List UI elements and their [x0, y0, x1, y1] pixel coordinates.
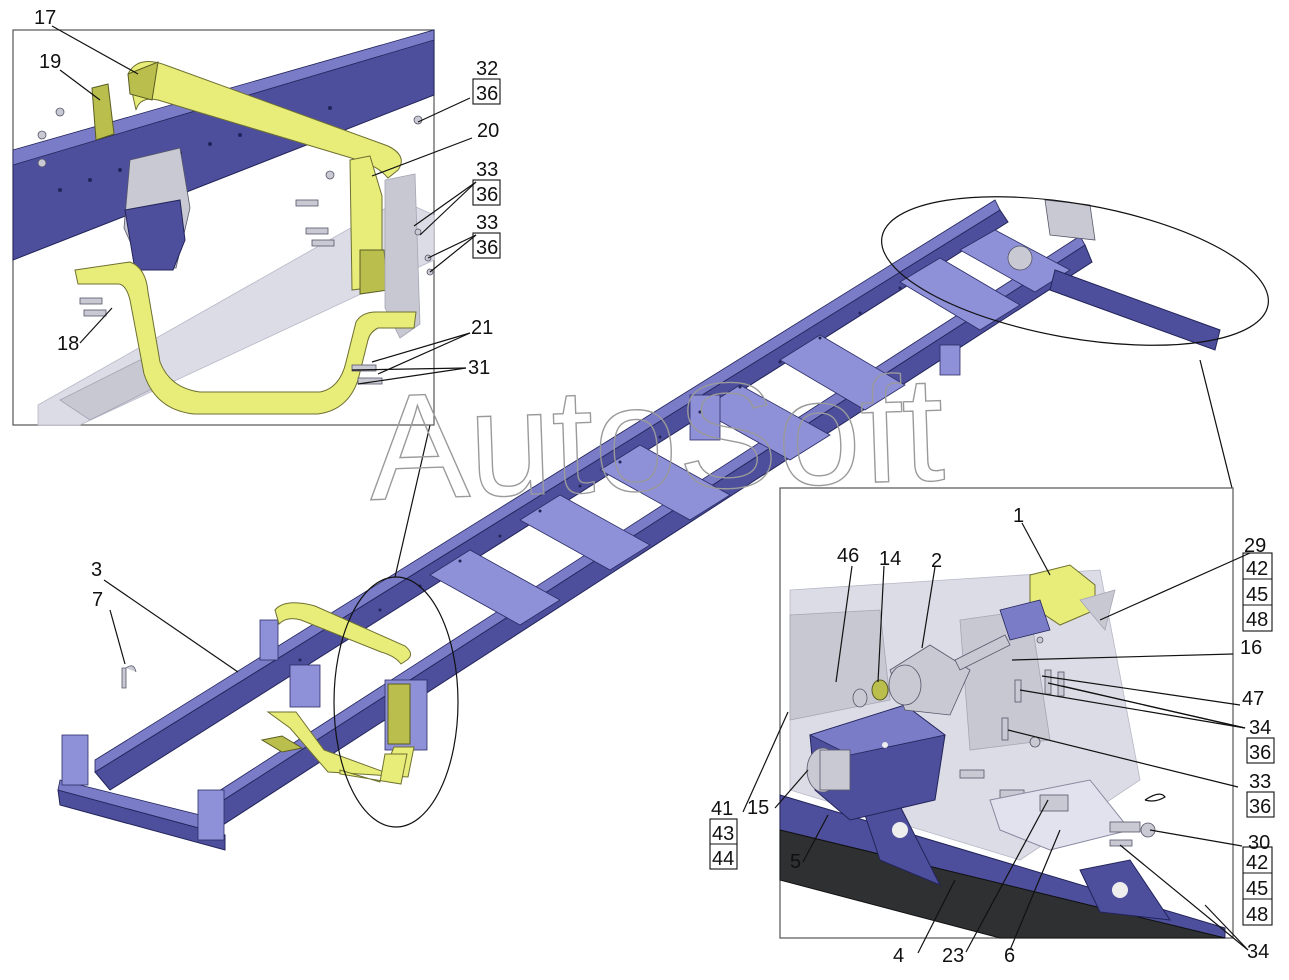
callout-42-a: 42	[1246, 558, 1268, 580]
callout-36-b: 36	[476, 184, 498, 206]
leader-lines	[51, 25, 1251, 954]
callout-34-a: 34	[1249, 717, 1271, 739]
callout-1: 1	[1013, 505, 1024, 527]
callout-45-a: 45	[1246, 584, 1268, 606]
callout-19: 19	[39, 51, 61, 73]
callout-21: 21	[471, 317, 493, 339]
watermark-text: AutoSoft	[366, 344, 947, 532]
callout-16: 16	[1240, 637, 1262, 659]
callout-20: 20	[477, 120, 499, 142]
callout-15: 15	[747, 797, 769, 819]
callout-36-a: 36	[476, 83, 498, 105]
main-chassis-frame	[57, 199, 1221, 851]
callout-42-b: 42	[1246, 852, 1268, 874]
callout-33-c: 33	[1249, 771, 1271, 793]
callout-23: 23	[942, 945, 964, 967]
callout-14: 14	[879, 548, 901, 570]
inset-front-detail	[12, 29, 435, 426]
callout-30: 30	[1248, 832, 1270, 854]
callout-33-a: 33	[476, 159, 498, 181]
detail-ellipse-rear	[881, 196, 1269, 346]
callout-32: 32	[476, 58, 498, 80]
callout-6: 6	[1004, 945, 1015, 967]
detail-ellipse-front	[333, 576, 459, 828]
callout-4: 4	[893, 945, 904, 967]
callout-43: 43	[712, 823, 734, 845]
callout-labels: 17 19 32 36 20 33 36 33 36 18 21 31 3 7 …	[34, 7, 1271, 967]
callout-48-b: 48	[1246, 904, 1268, 926]
callout-boxes	[472, 78, 1275, 926]
callout-45-b: 45	[1246, 878, 1268, 900]
spare-wheel-carrier-on-frame	[260, 602, 415, 785]
callout-36-e: 36	[1249, 796, 1271, 818]
callout-3: 3	[91, 559, 102, 581]
callout-5: 5	[790, 851, 801, 873]
inset-rear-tow-hitch-detail	[779, 487, 1234, 939]
callout-48-a: 48	[1246, 609, 1268, 631]
callout-2: 2	[931, 550, 942, 572]
callout-44: 44	[712, 848, 734, 870]
callout-36-c: 36	[476, 237, 498, 259]
callout-36-d: 36	[1249, 742, 1271, 764]
callout-34-b: 34	[1247, 941, 1269, 963]
callout-7: 7	[92, 589, 103, 611]
callout-46: 46	[837, 545, 859, 567]
callout-41: 41	[711, 798, 733, 820]
callout-18: 18	[57, 333, 79, 355]
callout-29: 29	[1244, 535, 1266, 557]
callout-33-b: 33	[476, 212, 498, 234]
callout-31: 31	[468, 357, 490, 379]
callout-17: 17	[34, 7, 56, 29]
callout-47: 47	[1242, 688, 1264, 710]
